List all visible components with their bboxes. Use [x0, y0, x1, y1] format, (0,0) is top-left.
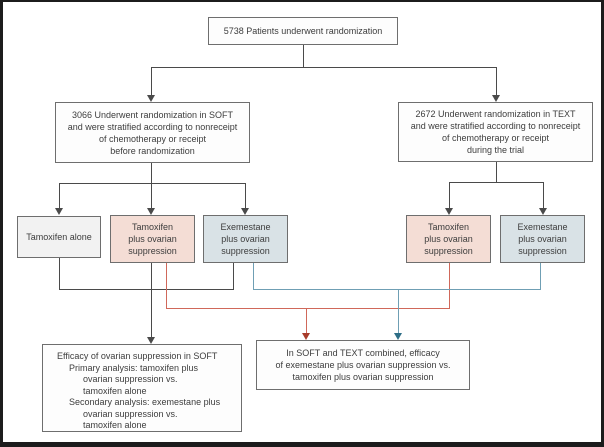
arrowhead-dark: [147, 208, 155, 215]
box-text: suppression: [424, 246, 473, 256]
connector-soft-split: [59, 183, 246, 184]
connector-soft-merge: [59, 289, 234, 290]
box-text: Tamoxifen: [131, 222, 174, 232]
box-text: plus ovarian: [221, 234, 270, 244]
arrowhead-red: [302, 333, 310, 340]
connector-top-split: [151, 67, 497, 68]
box-text: 3066 Underwent randomization in SOFT: [71, 109, 234, 120]
connector-top-stem: [303, 45, 304, 67]
arrowhead-dark: [241, 208, 249, 215]
text-randomization-box: 2672 Underwent randomization in TEXT and…: [398, 102, 593, 162]
box-text: plus ovarian: [128, 234, 177, 244]
box-text: during the trial: [466, 145, 525, 155]
box-text: Efficacy of ovarian suppression in SOFT: [57, 351, 218, 361]
connector-to-tam-alone: [59, 183, 60, 208]
arrowhead-dark: [147, 337, 155, 344]
box-text: suppression: [518, 246, 567, 256]
connector-red-to-combined: [306, 308, 307, 333]
box-text: Tamoxifen: [427, 222, 470, 232]
combined-analysis-box: In SOFT and TEXT combined, efficacy of e…: [256, 340, 470, 390]
box-text: tamoxifen alone: [83, 385, 147, 396]
box-text: plus ovarian: [424, 234, 473, 244]
connector-red-left-down: [166, 263, 167, 308]
box-text: before randomization: [110, 145, 195, 156]
box-text: 2672 Underwent randomization in TEXT: [415, 109, 576, 119]
connector-blue-left-down: [253, 263, 254, 289]
connector-text-stem: [496, 162, 497, 182]
randomization-total-box: 5738 Patients underwent randomization: [208, 17, 398, 45]
box-text: Exemestane: [220, 222, 271, 232]
box-text: ovarian suppression vs.: [83, 374, 178, 384]
arrowhead-blue: [394, 333, 402, 340]
box-text: In SOFT and TEXT combined, efficacy: [286, 348, 440, 358]
soft-randomization-box: 3066 Underwent randomization in SOFT and…: [55, 102, 250, 163]
box-text: plus ovarian: [518, 234, 567, 244]
arm-box-tamoxifen-ovarian-soft: Tamoxifen plus ovarian suppression: [110, 215, 195, 263]
connector-to-tam-text: [449, 182, 450, 208]
arm-box-exemestane-ovarian-text: Exemestane plus ovarian suppression: [500, 215, 585, 263]
connector-blue-horizontal: [253, 289, 541, 290]
box-text: of chemotherapy or receipt: [98, 133, 207, 144]
box-text: tamoxifen alone: [83, 420, 147, 430]
box-text: Tamoxifen alone: [26, 232, 92, 242]
box-text: Secondary analysis: exemestane plus: [69, 397, 221, 407]
box-text: tamoxifen plus ovarian suppression: [292, 372, 434, 382]
arm-box-exemestane-ovarian-soft: Exemestane plus ovarian suppression: [203, 215, 288, 263]
arrowhead-dark: [492, 95, 500, 102]
box-text: of exemestane plus ovarian suppression v…: [275, 360, 451, 370]
arrowhead-dark: [55, 208, 63, 215]
connector-to-soft: [151, 67, 152, 95]
arrowhead-dark: [445, 208, 453, 215]
box-text: ovarian suppression vs.: [83, 408, 178, 419]
connector-to-exe-text: [543, 182, 544, 208]
connector-to-soft-efficacy: [151, 263, 152, 337]
connector-exe-soft-down: [233, 263, 234, 289]
connector-to-text: [496, 67, 497, 95]
box-text: suppression: [221, 246, 270, 256]
connector-blue-to-combined: [398, 289, 399, 333]
box-text: Primary analysis: tamoxifen plus: [69, 362, 199, 373]
connector-to-exe-soft: [245, 183, 246, 208]
box-text: and were stratified according to nonrece…: [410, 121, 581, 131]
box-text: of chemotherapy or receipt: [441, 133, 550, 143]
connector-soft-stem: [151, 163, 152, 208]
connector-tam-alone-down: [59, 258, 60, 289]
arrowhead-dark: [147, 95, 155, 102]
arm-box-tamoxifen-ovarian-text: Tamoxifen plus ovarian suppression: [406, 215, 491, 263]
connector-red-right-down: [449, 263, 450, 308]
arm-box-tamoxifen-alone: Tamoxifen alone: [17, 216, 101, 258]
connector-red-horizontal: [166, 308, 450, 309]
connector-text-split: [449, 182, 544, 183]
connector-blue-right-down: [540, 263, 541, 289]
box-text: Exemestane: [517, 222, 568, 232]
box-text: suppression: [128, 246, 177, 256]
arrowhead-dark: [539, 208, 547, 215]
flowchart-canvas: 5738 Patients underwent randomization 30…: [3, 2, 601, 442]
box-text: 5738 Patients underwent randomization: [223, 26, 383, 36]
soft-efficacy-analysis-box: Efficacy of ovarian suppression in SOFT …: [42, 344, 242, 432]
box-text: and were stratified according to nonrece…: [67, 121, 238, 132]
